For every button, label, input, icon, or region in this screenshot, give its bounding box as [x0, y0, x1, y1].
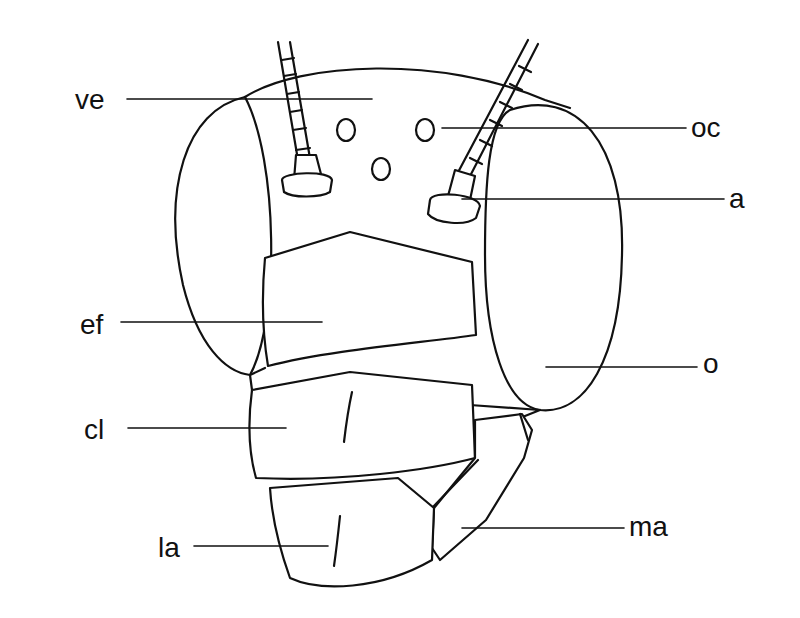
- part-label: oc: [691, 114, 721, 142]
- ocellus: [372, 158, 390, 180]
- clypeus-plate: [249, 372, 475, 479]
- part-label: ve: [75, 86, 105, 114]
- antenna-socket: [282, 155, 480, 223]
- part-label: cl: [84, 416, 104, 444]
- compound-eye: [485, 105, 622, 410]
- labrum-plate: [270, 478, 434, 586]
- ocellus: [337, 119, 355, 141]
- part-label: ef: [80, 311, 103, 339]
- vertex-outline: [245, 68, 570, 108]
- mandible: [432, 414, 532, 560]
- head-side: [250, 368, 265, 390]
- mandible-edge: [432, 414, 528, 508]
- antenna: [278, 40, 538, 182]
- part-label: o: [703, 350, 719, 378]
- compound-eye: [175, 97, 250, 375]
- leader-line: [121, 99, 724, 546]
- ocellus: [416, 119, 434, 141]
- part-label: ma: [629, 513, 668, 541]
- labrum-midline: [334, 516, 340, 566]
- part-label: a: [729, 185, 745, 213]
- clypeus-midline: [344, 392, 352, 442]
- part-label: la: [158, 534, 180, 562]
- frons-plate: [263, 232, 476, 366]
